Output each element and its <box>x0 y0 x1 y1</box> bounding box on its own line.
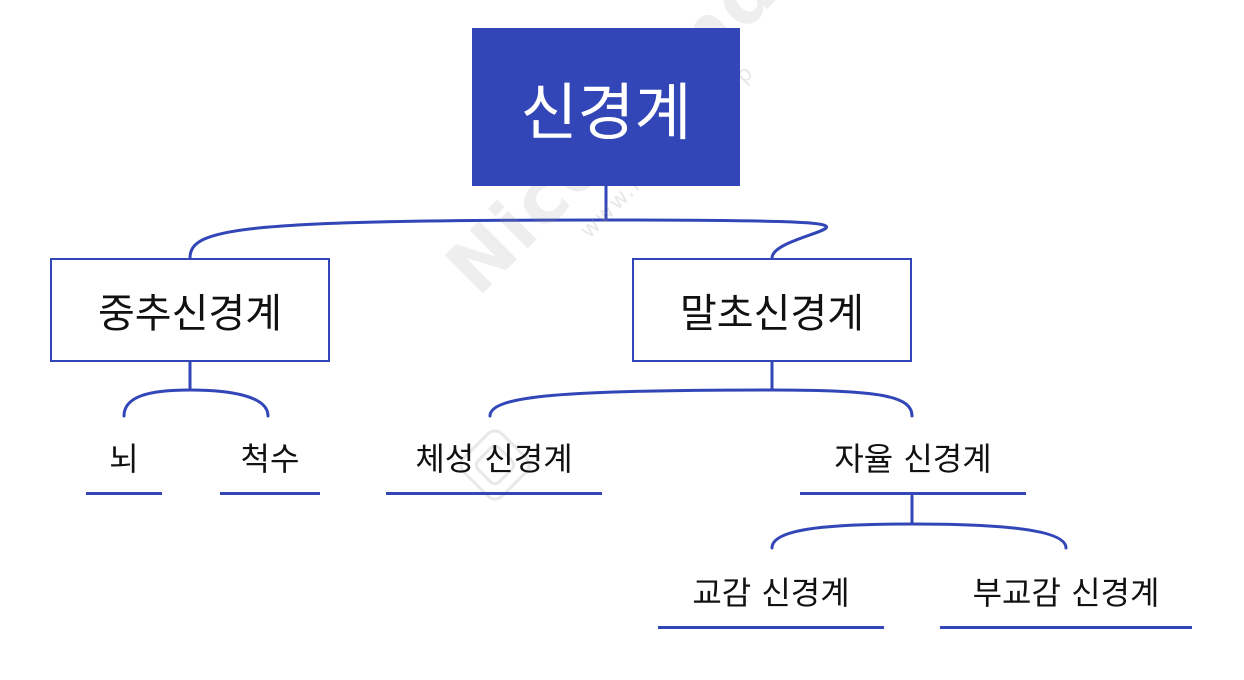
spinal-cord-node: 척수 <box>220 432 320 482</box>
sympathetic-nervous-system-node: 교감 신경계 <box>658 566 884 616</box>
parasympathetic-label: 부교감 신경계 <box>972 574 1160 612</box>
root-node: 신경계 <box>472 28 740 186</box>
central-label: 중추신경계 <box>98 291 282 337</box>
connector-peripheral-bracket <box>488 388 914 418</box>
autonomic-nervous-system-node: 자율 신경계 <box>800 432 1026 482</box>
somatic-underline <box>386 492 602 495</box>
connector-central-bracket <box>122 388 270 418</box>
autonomic-label: 자율 신경계 <box>834 440 992 478</box>
brain-node: 뇌 <box>84 432 164 482</box>
peripheral-label: 말초신경계 <box>680 291 864 337</box>
somatic-label: 체성 신경계 <box>415 440 573 478</box>
brain-label: 뇌 <box>109 440 139 478</box>
sympathetic-underline <box>658 626 884 629</box>
sympathetic-label: 교감 신경계 <box>692 574 850 612</box>
brain-underline <box>86 492 162 495</box>
peripheral-nervous-system-node: 말초신경계 <box>632 258 912 362</box>
parasympathetic-underline <box>940 626 1192 629</box>
root-label: 신경계 <box>520 76 692 149</box>
autonomic-underline <box>800 492 1026 495</box>
spinal-cord-label: 척수 <box>240 440 300 478</box>
connector-root-bracket <box>188 218 829 260</box>
somatic-nervous-system-node: 체성 신경계 <box>386 432 602 482</box>
connector-autonomic-bracket <box>770 522 1068 550</box>
parasympathetic-nervous-system-node: 부교감 신경계 <box>940 566 1192 616</box>
central-nervous-system-node: 중추신경계 <box>50 258 330 362</box>
spinal-cord-underline <box>220 492 320 495</box>
